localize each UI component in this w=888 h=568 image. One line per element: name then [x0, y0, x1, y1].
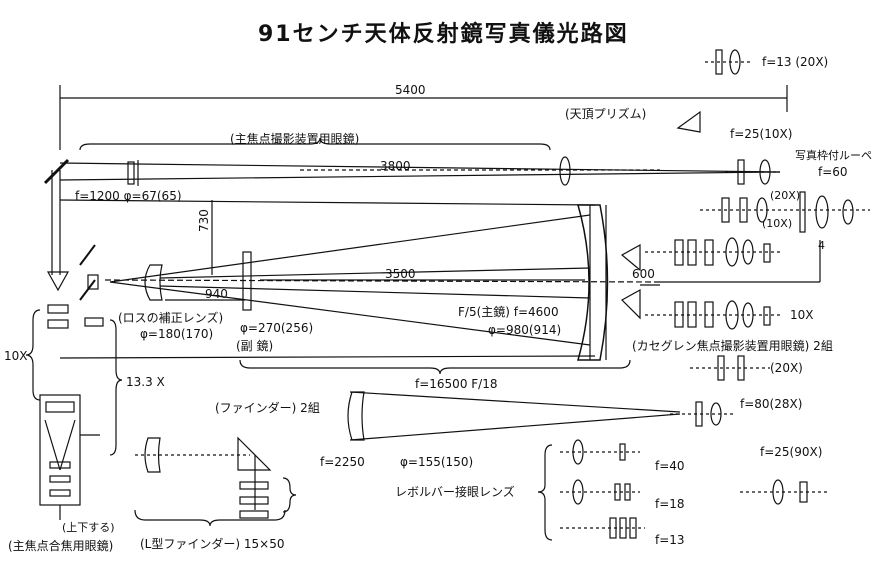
optical-axis: [104, 279, 661, 283]
brace-lfinder: [134, 509, 286, 527]
label-133x: 13.3 X: [126, 375, 165, 389]
label-f60: f=60: [818, 165, 848, 179]
label-finder-focal: f=2250: [320, 455, 365, 469]
cone-inner-top: [159, 267, 591, 279]
label-f18: f=18: [655, 497, 685, 511]
label-l-finder: (L型ファインダー) 15×50: [140, 537, 285, 551]
brace-10x: [25, 309, 41, 401]
label-revolver: レボルバー接眼レンズ: [395, 485, 515, 499]
brace-upper: [79, 137, 551, 151]
label-f80-28x: f=80(28X): [740, 397, 803, 411]
dim-vertical-offset: 730: [197, 209, 211, 232]
label-10x-right: 10X: [790, 308, 814, 322]
label-secondary: (副 鏡): [236, 339, 274, 353]
label-photo-loupe: 写真枠付ルーペ: [795, 149, 872, 162]
brace-133x: [109, 319, 123, 456]
brace-right-lfinder: [282, 477, 297, 513]
label-20x-a: (20X): [770, 189, 801, 202]
label-up-down: (上下する): [62, 521, 115, 534]
label-10x-left: 10X: [4, 349, 28, 363]
brace-cass-focal: [239, 359, 631, 375]
beam-primary-top: [59, 199, 596, 206]
label-f25-10x: f=25(10X): [730, 127, 793, 141]
label-finder-dia: φ=155(150): [400, 455, 474, 469]
label-10x-b: (10X): [762, 217, 793, 230]
finder-objective: [347, 391, 365, 441]
beam-upper-2: [59, 171, 781, 181]
lens-upper-left: [127, 161, 135, 185]
cass-eyepiece-row-upper: [645, 237, 780, 267]
ross-lens: [144, 264, 163, 301]
l-finder: [135, 436, 272, 519]
label-primary-focal: F/5(主鏡) f=4600: [458, 305, 559, 319]
beam-primary-bottom: [59, 355, 596, 359]
primary-mirror: [577, 204, 609, 361]
label-ross-corrector: (ロスの補正レンズ): [118, 311, 224, 325]
label-finder: (ファインダー) 2組: [215, 401, 320, 415]
dim-cass-offset: 600: [632, 267, 655, 281]
dim-total-length: 5400: [395, 83, 426, 97]
cass-prism-upper: [620, 243, 641, 272]
label-f40: f=40: [655, 459, 685, 473]
loupe-f60: [700, 191, 870, 233]
label-zenith-prism: (天頂プリズム): [565, 107, 647, 121]
label-prime-focus-eyepiece: (主焦点撮影装置用眼鏡): [230, 132, 360, 146]
revolver-f18: [560, 479, 640, 505]
prime-focus-assembly: [39, 244, 104, 520]
label-cass-eyepiece: (カセグレン焦点撮影装置用眼鏡) 2組: [632, 339, 833, 353]
dim-short-offset: 940: [205, 287, 228, 301]
finder-eyepiece: [670, 401, 735, 427]
label-f25-90x: f=25(90X): [760, 445, 823, 459]
dim-upper-path: 3800: [380, 159, 411, 173]
secondary-mirror: [242, 251, 252, 311]
dim-mid-path: 3500: [385, 267, 416, 281]
label-f13: f=13: [655, 533, 685, 547]
label-primary-dia: φ=980(914): [488, 323, 562, 337]
label-f13-20x: f=13 (20X): [762, 55, 829, 69]
label-finder-left-params: f=1200 φ=67(65): [75, 189, 182, 203]
revolver-f13: [560, 517, 645, 539]
label-prime-focus-focus: (主焦点合焦用眼鏡): [8, 539, 114, 553]
beam-upper-1: [59, 162, 781, 173]
lens-f13-20x: [705, 49, 750, 75]
revolver-f40: [560, 439, 640, 465]
lens-upper-right: [559, 156, 571, 186]
finder-cone-top: [349, 391, 681, 413]
finder-cone-bottom: [349, 413, 681, 441]
revolver-brace: [537, 444, 553, 541]
cass-eyepiece-row-lower: [645, 300, 780, 330]
cone-bottom: [109, 281, 591, 346]
zenith-prism: [676, 110, 701, 133]
eyepiece-f25-10x: [725, 159, 780, 185]
cone-top: [109, 214, 591, 283]
diagram-title: 91センチ天体反射鏡写真儀光路図: [258, 22, 629, 47]
label-20x-c: (20X): [770, 361, 803, 375]
label-secondary-dia: φ=270(256): [240, 321, 314, 335]
cass-prism-lower: [621, 288, 641, 320]
eyepiece-f25-90x: [740, 479, 830, 505]
label-ross-dia: φ=180(170): [140, 327, 214, 341]
cone-inner-bottom: [159, 285, 591, 299]
diag-mirror-top: [43, 158, 70, 185]
label-cass-focal: f=16500 F/18: [415, 377, 498, 391]
eyepiece-20x: [690, 355, 770, 381]
label-marker-4: 4: [818, 239, 825, 252]
